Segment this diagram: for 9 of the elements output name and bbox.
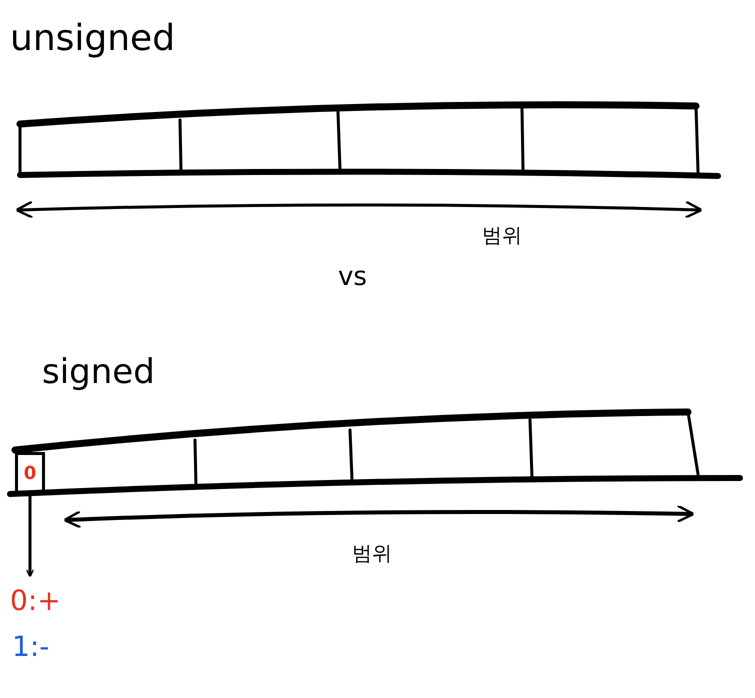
sign-bit-cell: 0 <box>15 452 45 494</box>
range-label: 범위 <box>482 222 522 249</box>
arrow <box>26 496 34 578</box>
heading: unsigned <box>10 18 176 59</box>
range-label: 범위 <box>352 540 392 567</box>
vs-label: vs <box>338 262 367 292</box>
heading: signed <box>42 352 155 392</box>
sign-note: 1:- <box>12 630 50 663</box>
sign-note: 0:+ <box>10 580 82 620</box>
